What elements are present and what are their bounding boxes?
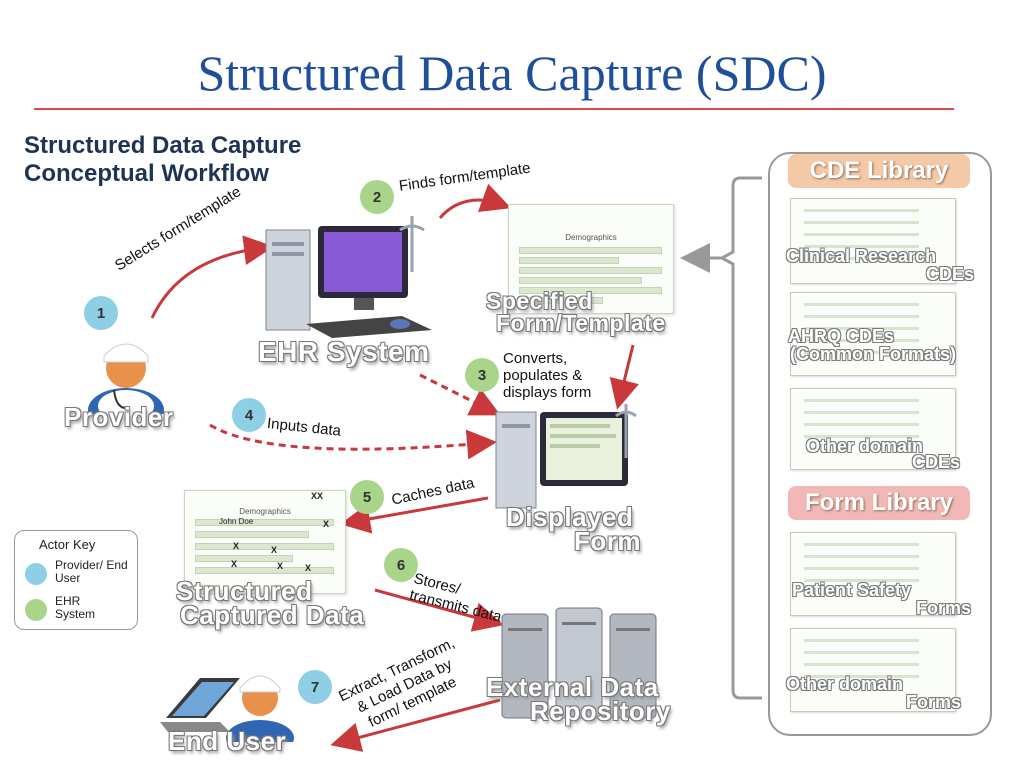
step-4-badge: 4 xyxy=(232,398,266,432)
structured-data-mark-1: XX xyxy=(311,491,324,501)
specified-form-thumbnail: Demographics xyxy=(508,204,674,314)
structured-data-mark-3: X xyxy=(233,541,240,551)
step-3-label-line2: populates & xyxy=(503,367,583,384)
step-3-label-line3: displays form xyxy=(503,384,592,401)
external-repository-icon xyxy=(501,607,657,719)
structured-data-header: Demographics xyxy=(239,507,291,516)
workflow-subtitle: Structured Data Capture Conceptual Workf… xyxy=(24,132,301,188)
form-thumbnail-other xyxy=(790,628,956,712)
provider-label: Provider xyxy=(64,402,174,432)
other-domain-forms-line1: Other domain xyxy=(786,674,904,694)
structured-data-mark-4: X xyxy=(271,545,278,555)
step-3-label: Converts, populates & displays form xyxy=(503,350,591,401)
step-3-badge: 3 xyxy=(465,358,499,392)
arrow-specified-to-displayed xyxy=(609,344,639,410)
specified-form-header: Demographics xyxy=(565,233,617,242)
actor-key-end-user-label: Provider/ End User xyxy=(55,558,128,585)
end-user-label: End User xyxy=(168,726,287,756)
cde-library-header: CDE Library xyxy=(788,154,970,188)
arrow-step-6 xyxy=(374,588,504,632)
specified-form-label-1: Specified xyxy=(486,288,593,314)
workflow-subtitle-line1: Structured Data Capture xyxy=(24,132,302,159)
form-thumbnail-patient-safety xyxy=(790,532,956,616)
ahrq-cdes-line1: AHRQ CDEs xyxy=(788,326,895,346)
ehr-system-label: EHR System xyxy=(258,336,430,367)
displayed-form-label-1: Displayed xyxy=(506,502,634,532)
step-6-badge: 6 xyxy=(384,548,418,582)
arrow-step-5 xyxy=(340,496,489,534)
title-divider xyxy=(34,108,954,110)
structured-data-mark-5: X xyxy=(231,559,238,569)
displayed-form-computer-icon xyxy=(495,404,637,509)
step-1-badge: 1 xyxy=(84,296,118,330)
arrow-step-3 xyxy=(419,373,501,416)
ehr-computer-icon xyxy=(265,216,432,338)
step-5-badge: 5 xyxy=(350,480,384,514)
structured-data-thumbnail: Demographics John Doe XX X X X X X X xyxy=(184,490,346,594)
structured-data-mark-7: X xyxy=(305,563,312,573)
cde-thumbnail-clinical xyxy=(790,198,956,284)
other-domain-cdes-line2: CDEs xyxy=(912,452,961,472)
external-repository-label-2: Repository xyxy=(530,696,671,726)
slide-title: Structured Data Capture (SDC) xyxy=(197,45,827,101)
actor-key: Actor Key Provider/ End User EHR System xyxy=(14,530,138,630)
patient-safety-forms-line2: Forms xyxy=(916,598,972,618)
displayed-form-label-2: Form xyxy=(574,526,641,556)
structured-data-mark-2: X xyxy=(323,519,330,529)
step-2-badge: 2 xyxy=(360,180,394,214)
actor-key-title: Actor Key xyxy=(39,537,96,552)
structured-data-label-1: Structured xyxy=(176,576,313,606)
actor-key-end-user-dot xyxy=(25,563,47,585)
arrow-step-4 xyxy=(209,423,497,460)
step-3-label-line1: Converts, xyxy=(503,350,568,367)
arrow-step-7 xyxy=(330,698,501,752)
ahrq-cdes-line2: (Common Formats) xyxy=(790,344,956,364)
other-domain-forms-line2: Forms xyxy=(906,692,962,712)
form-library-header: Form Library xyxy=(788,486,970,520)
structured-data-name: John Doe xyxy=(219,517,254,526)
actor-key-ehr-label: EHR System xyxy=(55,594,96,621)
library-bracket xyxy=(718,176,762,700)
end-user-icon xyxy=(160,675,294,742)
cde-thumbnail-other xyxy=(790,388,956,470)
external-repository-label-1: External Data xyxy=(486,672,659,702)
cde-thumbnail-ahrq xyxy=(790,292,956,376)
arrow-step-2 xyxy=(438,183,512,219)
arrow-step-1 xyxy=(150,235,274,319)
actor-key-ehr-dot xyxy=(25,599,47,621)
specified-form-label-2: Form/Template xyxy=(496,310,666,336)
clinical-research-cdes-line2: CDEs xyxy=(926,264,975,284)
clinical-research-cdes-line1: Clinical Research xyxy=(786,246,937,266)
structured-data-mark-6: X xyxy=(277,561,284,571)
step-7-badge: 7 xyxy=(298,670,332,704)
workflow-subtitle-line2: Conceptual Workflow xyxy=(24,160,269,187)
provider-icon xyxy=(88,343,164,414)
structured-data-label-2: Captured Data xyxy=(180,600,365,630)
other-domain-cdes-line1: Other domain xyxy=(806,436,924,456)
patient-safety-forms-line1: Patient Safety xyxy=(792,580,912,600)
